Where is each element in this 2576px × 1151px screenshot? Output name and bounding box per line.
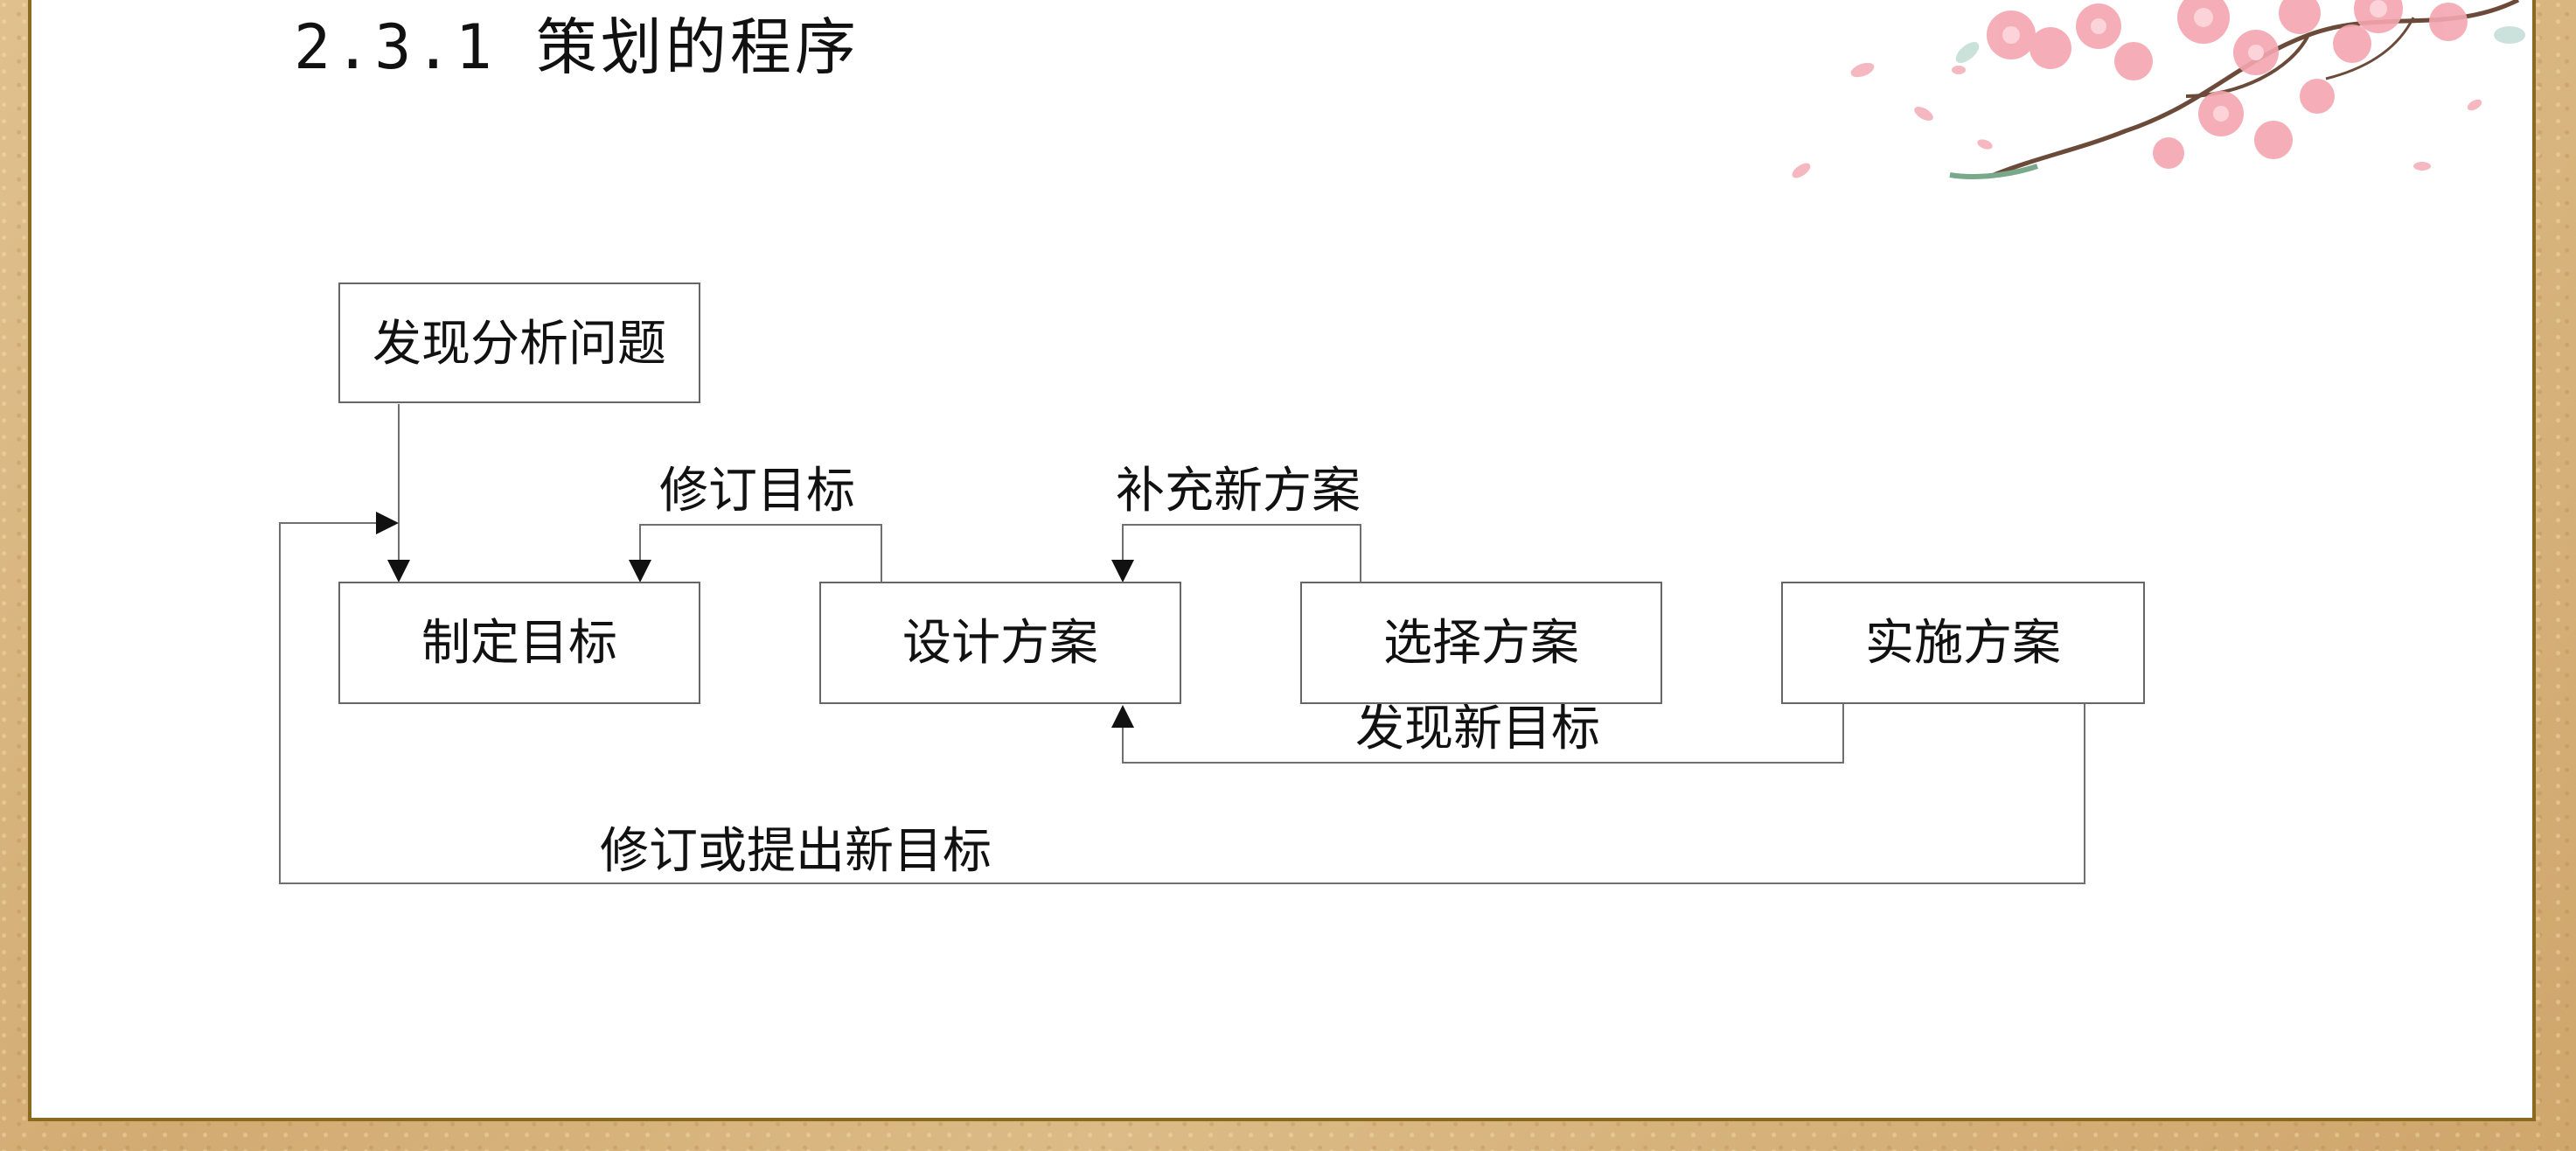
node-choose: 选择方案 (1300, 582, 1662, 704)
node-set-goal: 制定目标 (338, 582, 700, 704)
node-set-goal-label: 制定目标 (421, 615, 617, 672)
node-design-label: 设计方案 (902, 615, 1098, 672)
edge-add-new-plan (1111, 524, 1361, 582)
edge-label-find-new-goal: 发现新目标 (1355, 701, 1600, 757)
node-discover: 发现分析问题 (338, 283, 700, 403)
page-title: 2.3.1 策划的程序 (294, 11, 860, 83)
node-implement-label: 实施方案 (1865, 615, 2061, 672)
node-implement: 实施方案 (1781, 582, 2145, 704)
node-design: 设计方案 (819, 582, 1181, 704)
edge-find-new-goal (1111, 703, 1844, 764)
edge-revise-or-new-goal (279, 512, 2085, 884)
edge-revise-goal (629, 524, 882, 582)
edge-label-revise-goal: 修订目标 (659, 463, 855, 520)
node-choose-label: 选择方案 (1383, 615, 1579, 672)
edge-label-add-new-plan: 补充新方案 (1116, 463, 1361, 520)
slide-canvas (28, 0, 2536, 1121)
plum-blossom-icon (1792, 0, 2525, 179)
node-discover-label: 发现分析问题 (372, 316, 666, 373)
edge-label-revise-or-new-goal: 修订或提出新目标 (600, 823, 992, 880)
